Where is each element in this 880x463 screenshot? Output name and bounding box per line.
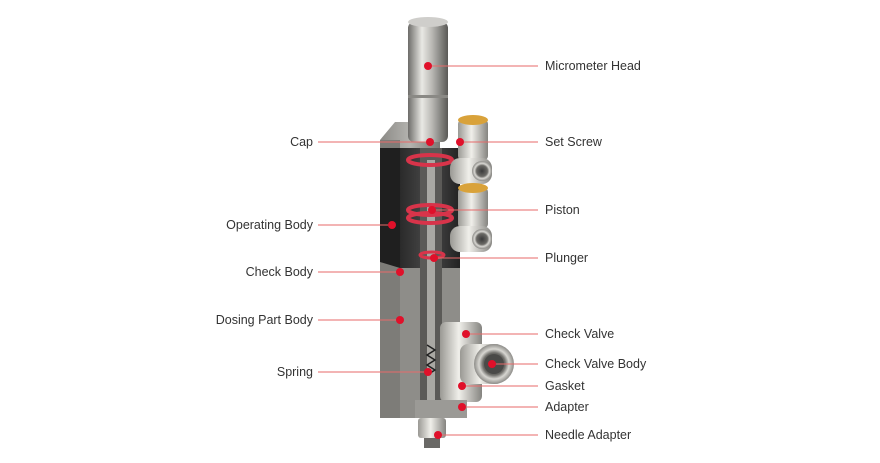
leader-lines xyxy=(318,65,538,436)
micrometer-head-part xyxy=(408,17,448,142)
adapter-label: Adapter xyxy=(545,400,589,414)
cap-marker xyxy=(426,138,434,146)
adapter-marker xyxy=(458,403,466,411)
cap-label: Cap xyxy=(290,135,313,149)
piston-marker xyxy=(428,206,436,214)
check-valve-body-part xyxy=(440,322,514,402)
check-body-label: Check Body xyxy=(245,265,313,279)
gasket-marker xyxy=(458,382,466,390)
check-body-marker xyxy=(396,268,404,276)
spring-marker xyxy=(424,368,432,376)
spring-part xyxy=(425,344,437,376)
plunger-marker xyxy=(430,254,438,262)
plunger-rod xyxy=(427,160,435,410)
operating-body-marker xyxy=(388,221,396,229)
micrometer-head-marker xyxy=(424,62,432,70)
operating-body-label: Operating Body xyxy=(226,218,313,232)
check-valve-body-label: Check Valve Body xyxy=(545,357,647,371)
gasket-label: Gasket xyxy=(545,379,585,393)
air-fitting-upper xyxy=(450,115,492,184)
dosing-part-body-marker xyxy=(396,316,404,324)
set-screw-marker xyxy=(456,138,464,146)
adapter-part xyxy=(415,400,467,448)
micrometer-head-label: Micrometer Head xyxy=(545,59,641,73)
piston-label: Piston xyxy=(545,203,580,217)
check-valve-marker xyxy=(462,330,470,338)
check-valve-label: Check Valve xyxy=(545,327,615,341)
set-screw-label: Set Screw xyxy=(545,135,602,149)
check-valve-body-marker xyxy=(488,360,496,368)
dosing-part-body-label: Dosing Part Body xyxy=(215,313,313,327)
needle-adapter-marker xyxy=(434,431,442,439)
plunger-label: Plunger xyxy=(545,251,589,265)
markers xyxy=(388,62,496,439)
air-fitting-lower xyxy=(450,183,492,252)
spring-label: Spring xyxy=(276,365,313,379)
needle-adapter-label: Needle Adapter xyxy=(545,428,632,442)
